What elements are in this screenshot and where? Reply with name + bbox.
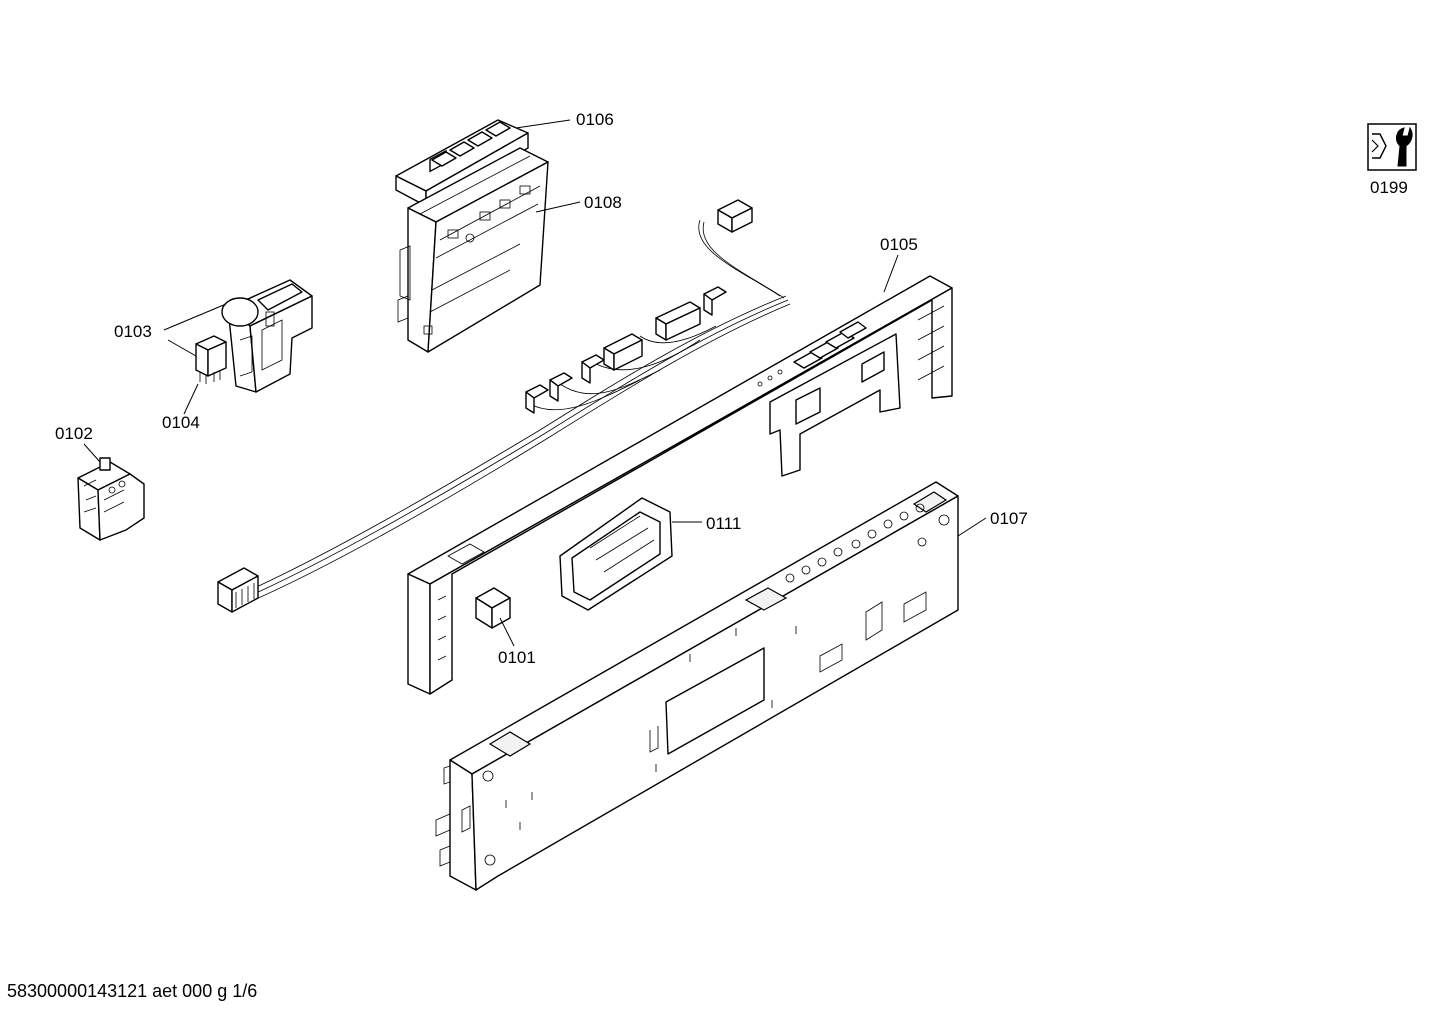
- callout-0105: 0105: [880, 235, 918, 254]
- callout-0104: 0104: [162, 413, 200, 432]
- callout-labels: 0106 0108 0105 0103 0104 0102 0111 0107 …: [55, 110, 1408, 667]
- part-0102-switch-block: [77, 457, 145, 541]
- callout-0103: 0103: [114, 322, 152, 341]
- callout-leaders: [83, 119, 987, 647]
- part-0107-control-frame: [435, 481, 959, 891]
- part-0105-fascia-panel: [407, 275, 953, 695]
- part-0101-cube: [475, 587, 511, 629]
- wrench-screw-icon: [1367, 123, 1417, 171]
- callout-0102: 0102: [55, 424, 93, 443]
- part-0108-control-module: [397, 147, 549, 353]
- part-0103-switch-housing: [221, 279, 313, 393]
- document-code: 58300000143121 aet 000 g 1/6: [7, 981, 258, 1001]
- wiring-harness: [217, 199, 791, 613]
- part-0111-handle-bezel: [559, 497, 673, 611]
- callout-0111: 0111: [706, 514, 741, 533]
- callout-0199: 0199: [1370, 178, 1408, 197]
- callout-0106: 0106: [576, 110, 614, 129]
- callout-0107: 0107: [990, 509, 1028, 528]
- callout-0108: 0108: [584, 193, 622, 212]
- callout-0101: 0101: [498, 648, 536, 667]
- part-0104-relay: [195, 335, 227, 384]
